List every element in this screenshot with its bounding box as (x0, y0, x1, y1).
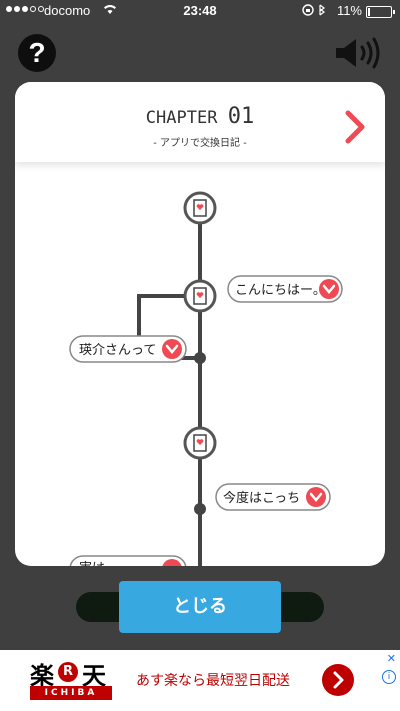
logo-kanji-ten: 天 (82, 662, 106, 690)
status-bar: docomo 23:48 11% (0, 0, 400, 22)
ad-banner[interactable]: 楽 R 天 ICHIBA あす楽なら最短翌日配送 ✕ i (0, 650, 400, 711)
chevron-down-icon (306, 487, 326, 507)
ad-info-icon[interactable]: i (382, 670, 396, 684)
story-bubble-1[interactable]: こんにちはー。 (227, 275, 343, 303)
ad-copy: あす楽なら最短翌日配送 (136, 673, 290, 689)
chapter-title: CHAPTER 01 (15, 104, 385, 129)
speaker-icon[interactable] (332, 36, 384, 70)
chevron-down-icon (162, 339, 182, 359)
chapter-modal: CHAPTER 01 - アプリで交換日記 - こんにちはー。 瑛介さんって (15, 82, 385, 566)
timeline-dot (194, 503, 206, 515)
bubble-text: 瑛介さんって (79, 343, 156, 358)
story-timeline: こんにちはー。 瑛介さんって 今度はこっち 実は (69, 191, 343, 566)
help-button[interactable]: ? (18, 34, 56, 72)
chapter-word: CHAPTER (145, 108, 218, 128)
logo-ichiba: ICHIBA (30, 686, 112, 700)
story-bubble-3[interactable]: 今度はこっち (215, 483, 331, 511)
signal-icon (6, 6, 44, 12)
bubble-text: 実は (79, 560, 105, 566)
bubble-text: 今度はこっち (223, 490, 300, 506)
chapter-subtitle: - アプリで交換日記 - (153, 138, 247, 149)
chevron-down-icon (162, 559, 182, 566)
bluetooth-icon (319, 4, 325, 16)
rakuten-logo: 楽 R 天 ICHIBA (30, 656, 112, 704)
battery-icon (366, 6, 395, 18)
story-bubble-4[interactable]: 実は (69, 555, 187, 566)
chevron-down-icon (319, 279, 339, 299)
ad-arrow-button[interactable] (322, 664, 354, 696)
chapter-header: CHAPTER 01 - アプリで交換日記 - (15, 82, 385, 162)
ad-close-icon[interactable]: ✕ (386, 652, 396, 665)
close-button[interactable]: とじる (119, 581, 281, 633)
story-bubble-2[interactable]: 瑛介さんって (69, 335, 187, 363)
logo-r-badge: R (58, 662, 78, 682)
diary-heart-icon[interactable] (183, 191, 217, 225)
logo-kanji-raku: 楽 (30, 662, 54, 690)
branch-join-dot (194, 352, 206, 364)
orientation-lock-icon (302, 3, 328, 20)
chevron-right-icon[interactable] (341, 110, 369, 144)
diary-heart-icon[interactable] (183, 279, 217, 313)
bubble-text: こんにちはー。 (235, 283, 326, 298)
battery-percent: 11% (336, 3, 362, 18)
clock: 23:48 (183, 3, 217, 18)
chapter-number: 01 (227, 104, 255, 129)
diary-heart-icon[interactable] (183, 426, 217, 460)
wifi-icon (102, 2, 118, 19)
carrier-name: docomo (44, 3, 91, 18)
